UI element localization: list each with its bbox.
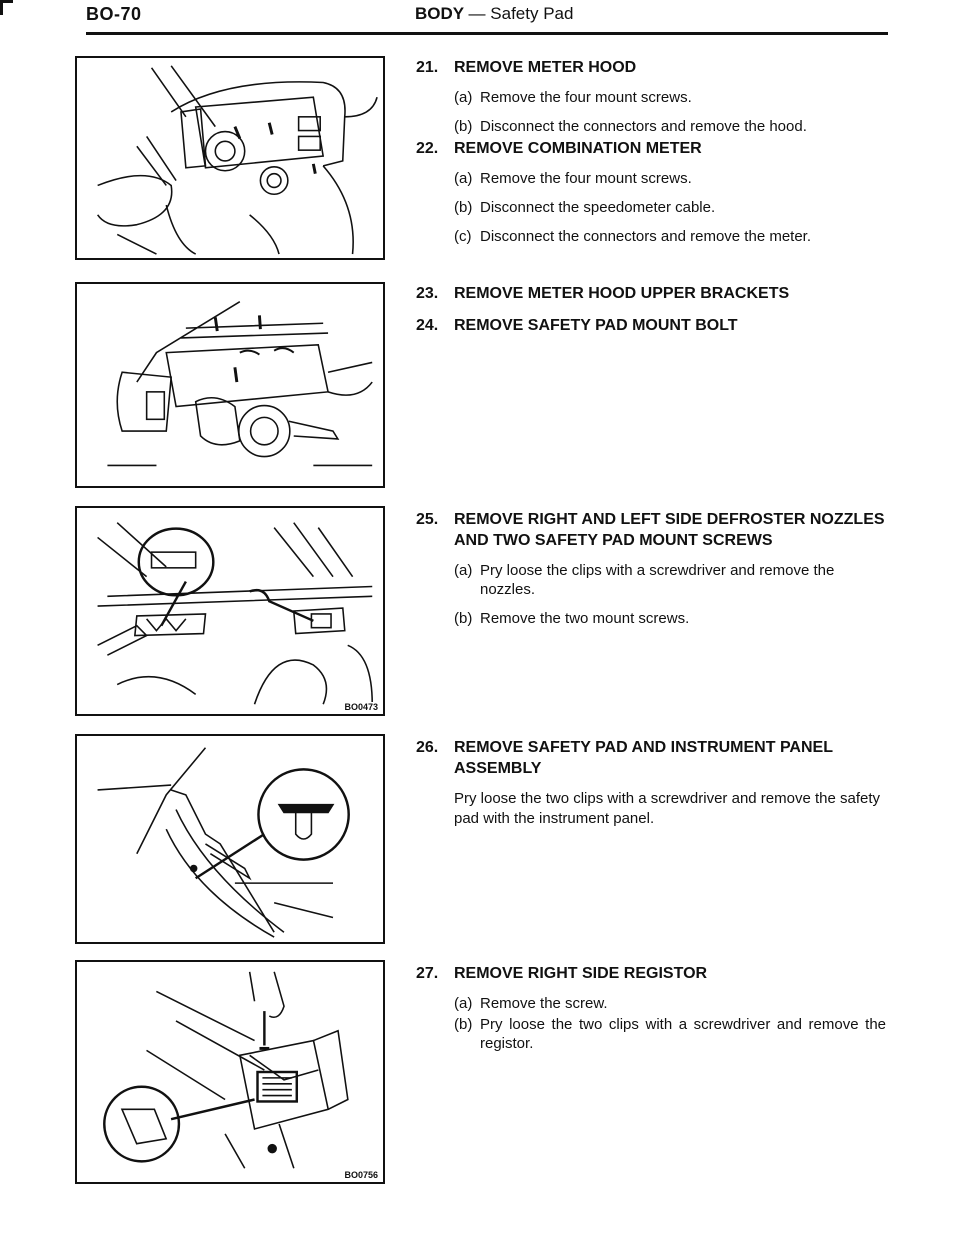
step-title: REMOVE METER HOOD UPPER BRACKETS [454,285,790,302]
figure-code: BO0473 [342,702,380,712]
step-title: REMOVE RIGHT SIDE REGISTOR [454,965,708,982]
substep: (b)Pry loose the two clips with a screwd… [454,1016,886,1052]
step-title: REMOVE METER HOOD [454,59,637,76]
step-21: 21. REMOVE METER HOOD (a)Remove the four … [416,57,886,146]
step-number: 26. [416,739,439,756]
step-number: 24. [416,317,439,334]
step-title: REMOVE SAFETY PAD AND INSTRUMENT PANEL A… [454,739,833,777]
page-code: BO-70 [86,4,142,24]
step-22: 22. REMOVE COMBINATION METER (a)Remove th… [416,138,886,256]
step-number: 23. [416,285,439,302]
substep: (a)Remove the four mount screws. [454,170,692,187]
substep: (b)Remove the two mount screws. [454,610,690,627]
step-27: 27. REMOVE RIGHT SIDE REGISTOR (a)Remove … [416,963,886,1055]
step-24: 24. REMOVE SAFETY PAD MOUNT BOLT [416,315,886,336]
figure-code: BO0756 [342,1170,380,1180]
figure-safety-pad-bolt [75,282,385,488]
step-number: 22. [416,140,439,157]
substep: (a)Remove the screw. [454,995,608,1012]
substep: (a)Remove the four mount screws. [454,89,692,106]
substep: (b)Disconnect the connectors and remove … [454,118,807,135]
corner-crop-mark [0,0,13,15]
step-text: Pry loose the two clips with a screwdriv… [454,790,881,827]
subsection-name: Safety Pad [490,4,574,23]
substep: (a)Pry loose the clips with a screwdrive… [454,562,835,598]
figure-right-registor: BO0756 [75,960,385,1184]
step-25: 25. REMOVE RIGHT AND LEFT SIDE DEFROSTER … [416,509,886,638]
step-26: 26. REMOVE SAFETY PAD AND INSTRUMENT PANE… [416,737,886,829]
section-name: BODY [415,4,464,23]
figure-defroster-nozzles: BO0473 [75,506,385,716]
step-number: 21. [416,59,439,76]
step-title: REMOVE RIGHT AND LEFT SIDE DEFROSTER NOZ… [454,511,885,549]
step-number: 25. [416,511,439,528]
figure-safety-pad-clips [75,734,385,944]
section-title: BODY — Safety Pad [415,4,573,24]
step-title: REMOVE COMBINATION METER [454,140,702,157]
header-rule [86,32,888,35]
substep: (c)Disconnect the connectors and remove … [454,228,812,245]
page-header: BO-70 BODY — Safety Pad [86,0,888,40]
step-number: 27. [416,965,439,982]
step-title: REMOVE SAFETY PAD MOUNT BOLT [454,317,738,334]
substep: (b)Disconnect the speedometer cable. [454,199,716,216]
title-separator: — [468,4,486,23]
figure-meter-hood [75,56,385,260]
step-23: 23. REMOVE METER HOOD UPPER BRACKETS [416,283,886,304]
